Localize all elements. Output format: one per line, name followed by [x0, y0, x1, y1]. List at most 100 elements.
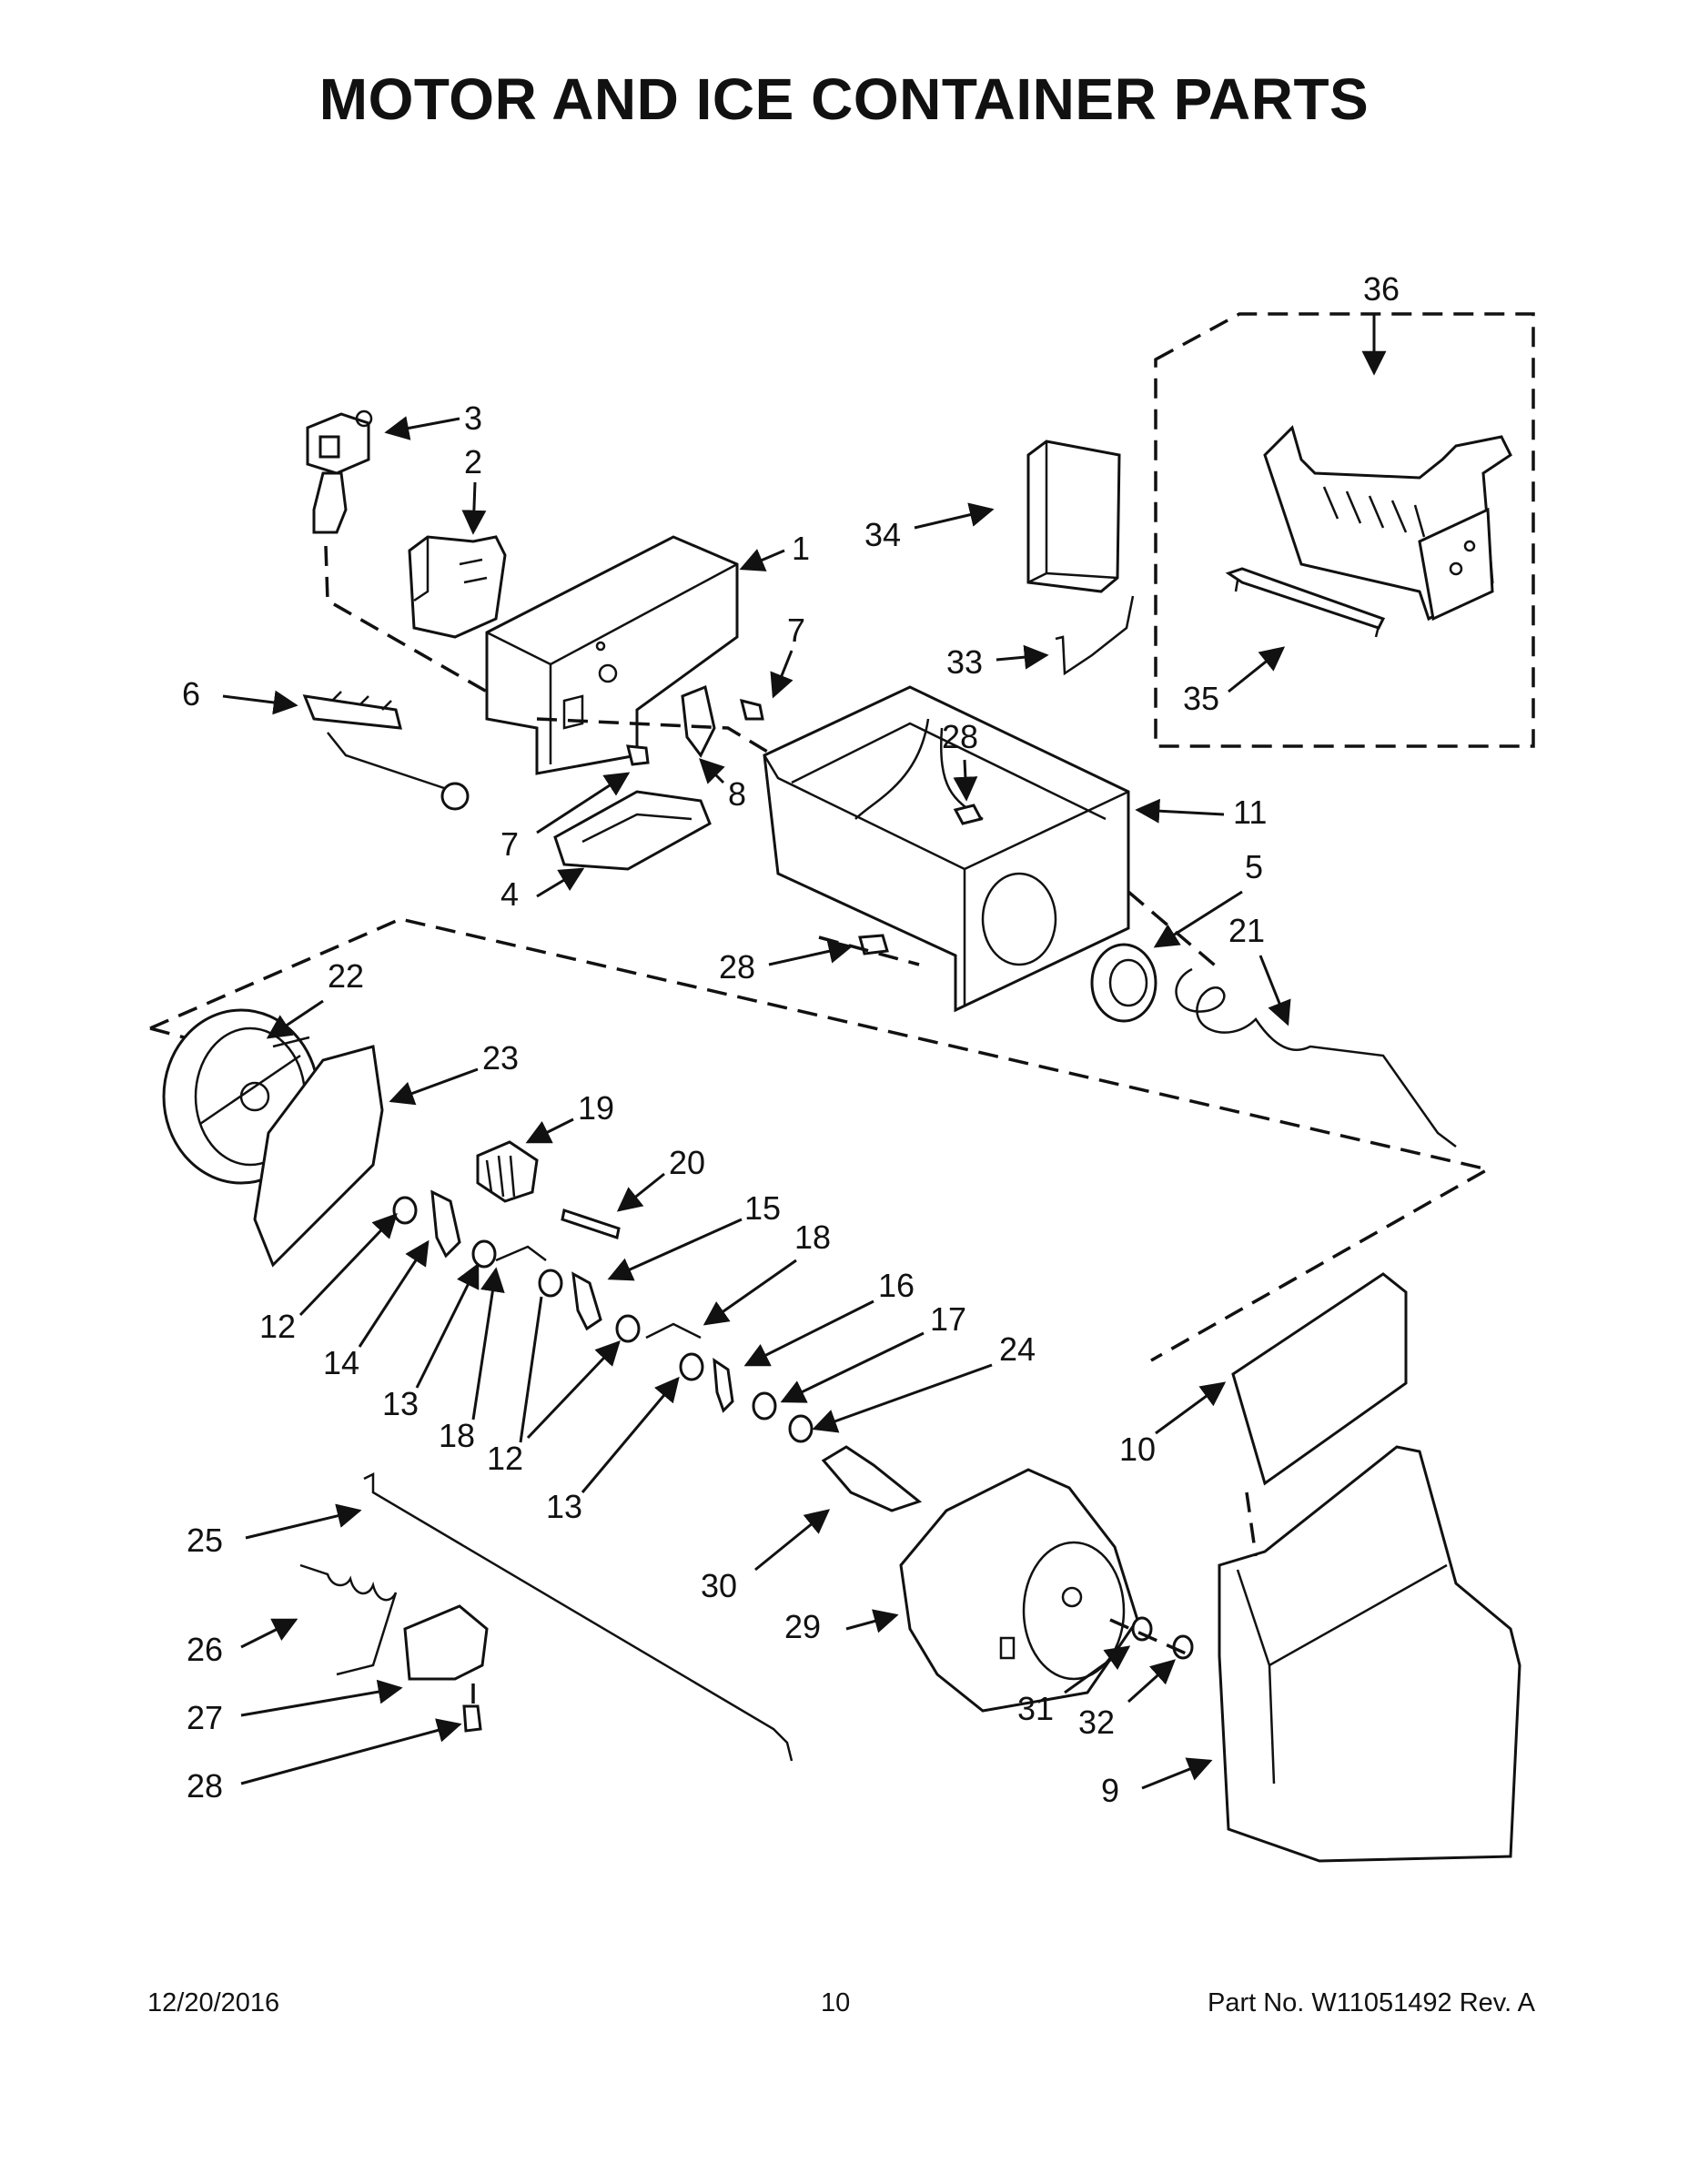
drive-motor-part — [899, 1468, 1139, 1713]
callout-label-16: 16 — [878, 1267, 915, 1304]
callout-label-28: 28 — [719, 948, 755, 986]
callout-label-18: 18 — [439, 1417, 475, 1454]
icemaker-assembly-group — [1154, 312, 1535, 748]
callout-35: 35 — [1183, 646, 1286, 717]
callout-label-36: 36 — [1363, 270, 1400, 308]
callout-label-32: 32 — [1078, 1704, 1115, 1741]
callout-label-7: 7 — [500, 825, 519, 863]
icemaker-part — [1263, 425, 1512, 622]
blade-stack-parts — [392, 1189, 814, 1443]
callout-10: 10 — [1119, 1381, 1227, 1468]
cover-part — [1026, 440, 1121, 593]
callout-label-29: 29 — [784, 1608, 821, 1645]
solenoid-part — [306, 410, 373, 534]
callout-label-19: 19 — [578, 1089, 614, 1127]
callout-28b: 28 — [719, 939, 854, 986]
footer-part-number: Part No. W11051492 Rev. A — [1207, 1988, 1535, 2017]
callout-label-2: 2 — [464, 443, 482, 480]
callout-label-26: 26 — [187, 1631, 223, 1668]
callout-18: 18 — [702, 1218, 831, 1326]
callout-label-27: 27 — [187, 1699, 223, 1736]
callout-label-30: 30 — [701, 1567, 737, 1604]
page-title: MOTOR AND ICE CONTAINER PARTS — [318, 66, 1370, 132]
callout-7: 7 — [770, 612, 805, 699]
callout-16: 16 — [743, 1267, 915, 1367]
light-cover-part — [553, 790, 712, 871]
footer-date: 12/20/2016 — [147, 1988, 280, 2017]
spring-part — [299, 1563, 398, 1676]
callout-label-15: 15 — [744, 1189, 781, 1227]
callout-21: 21 — [1228, 912, 1291, 1026]
callout-label-3: 3 — [464, 399, 482, 437]
motor-part — [408, 535, 507, 639]
callout-label-21: 21 — [1228, 912, 1265, 949]
footer-page-number: 10 — [821, 1988, 851, 2017]
callout-27: 27 — [187, 1679, 403, 1736]
callout-2: 2 — [461, 443, 487, 535]
callout-label-18: 18 — [794, 1218, 831, 1256]
callout-34: 34 — [864, 502, 995, 553]
auger-spring-part — [1175, 967, 1457, 1148]
callout-label-7: 7 — [787, 612, 805, 649]
screw-part — [953, 804, 984, 825]
callout-label-10: 10 — [1119, 1431, 1156, 1468]
callout-label-22: 22 — [328, 957, 364, 995]
callout-17: 17 — [780, 1300, 966, 1403]
callout-label-13: 13 — [382, 1385, 419, 1422]
callout-32: 32 — [1078, 1659, 1177, 1741]
callout-label-12: 12 — [487, 1440, 523, 1477]
clip-part — [681, 684, 716, 758]
callout-22: 22 — [266, 957, 364, 1039]
callout-label-20: 20 — [669, 1144, 705, 1181]
callout-label-1: 1 — [792, 530, 810, 567]
wire-harness-part — [1225, 567, 1386, 638]
callout-label-28: 28 — [187, 1767, 223, 1805]
callout-label-25: 25 — [187, 1522, 223, 1559]
screw-part — [626, 698, 764, 766]
callout-19: 19 — [525, 1089, 614, 1144]
switch-part — [302, 691, 470, 811]
callout-label-31: 31 — [1017, 1690, 1054, 1727]
callout-4: 4 — [500, 867, 585, 913]
front-housing-part — [1218, 1445, 1521, 1863]
bearing-part — [1090, 943, 1157, 1023]
callout-33: 33 — [946, 643, 1049, 681]
callout-18b: 18 — [439, 1267, 505, 1454]
callout-label-33: 33 — [946, 643, 983, 681]
nut-part — [1172, 1634, 1194, 1660]
callout-label-14: 14 — [323, 1344, 359, 1381]
bracket-part — [821, 1445, 923, 1512]
callout-label-23: 23 — [482, 1039, 519, 1077]
callout-26: 26 — [187, 1618, 298, 1668]
callout-label-12: 12 — [259, 1308, 296, 1345]
callout-label-11: 11 — [1233, 794, 1267, 831]
callout-label-13: 13 — [546, 1488, 582, 1525]
callout-29: 29 — [784, 1608, 899, 1645]
callout-36: 36 — [1361, 270, 1400, 376]
callout-label-24: 24 — [999, 1330, 1036, 1368]
shaft-part — [561, 1208, 621, 1239]
bracket-part — [403, 1604, 489, 1681]
callout-label-34: 34 — [864, 516, 901, 553]
callout-5: 5 — [1153, 848, 1263, 948]
callout-20: 20 — [616, 1144, 705, 1212]
callout-7b: 7 — [500, 772, 631, 863]
callout-15: 15 — [607, 1189, 781, 1281]
callout-13b: 13 — [546, 1376, 680, 1525]
callout-12: 12 — [259, 1213, 398, 1345]
callout-label-9: 9 — [1101, 1772, 1119, 1809]
callout-3: 3 — [384, 399, 482, 440]
callout-14: 14 — [323, 1239, 430, 1381]
crusher-part — [476, 1140, 539, 1203]
callout-28c: 28 — [187, 1718, 462, 1805]
auger-assembly-outline — [149, 917, 1492, 1362]
screw-part — [462, 1704, 482, 1733]
callout-6: 6 — [182, 675, 298, 715]
callout-12b: 12 — [487, 1296, 619, 1477]
door-flap-part — [1231, 1272, 1408, 1486]
callout-30: 30 — [701, 1509, 831, 1604]
callout-label-8: 8 — [728, 775, 746, 813]
rod-part — [363, 1471, 793, 1762]
callout-13: 13 — [382, 1262, 480, 1422]
